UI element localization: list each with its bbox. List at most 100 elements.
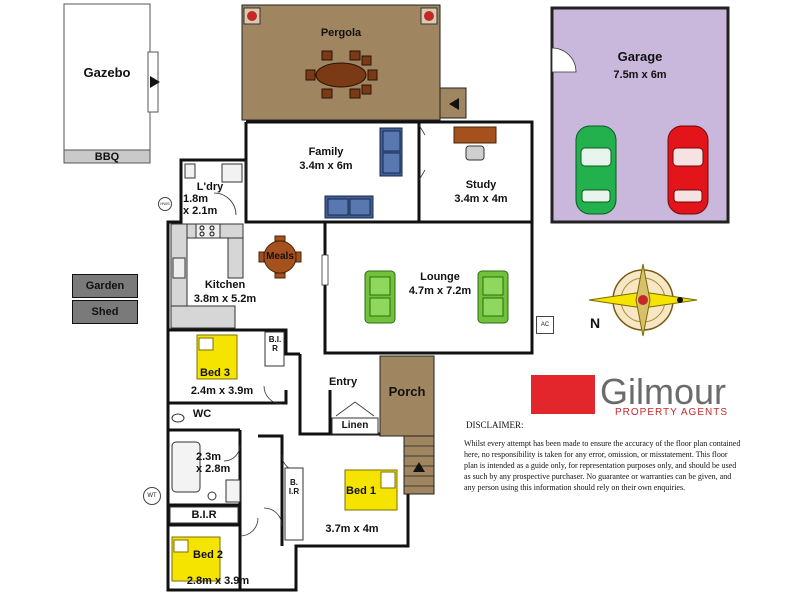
flower-icon (247, 11, 257, 21)
burner-icon (199, 225, 205, 231)
family-label: Family (308, 146, 344, 158)
kitchen-sink-icon (172, 257, 186, 279)
kitchen-island (227, 237, 244, 279)
outdoor-chair (361, 84, 372, 95)
laundry-size-width: 1.8m (183, 193, 209, 205)
gazebo-label: Gazebo (83, 65, 131, 80)
house-walls (166, 120, 534, 592)
bed3-bir-label: B.I.R (268, 335, 282, 353)
bed1-pillow (380, 471, 396, 489)
compass-icon (588, 263, 698, 337)
basin-icon (207, 491, 217, 501)
entry-door-swing (335, 401, 375, 417)
garden-shed-bottom: Shed (72, 300, 138, 324)
study-chair (465, 145, 485, 161)
bed2-label: Bed 2 (193, 549, 223, 561)
bed1-bir (284, 467, 304, 541)
bathtub-icon (171, 441, 201, 493)
logo-mark (531, 375, 595, 414)
kitchen-label: Kitchen (204, 279, 246, 291)
shower-icon (225, 479, 241, 503)
linen-label: Linen (341, 420, 369, 431)
burner-icon (209, 231, 215, 237)
green-armchair-right (477, 270, 509, 324)
gazebo-outline (63, 3, 151, 164)
disclaimer-title: DISCLAIMER: (466, 420, 524, 430)
laundry-size-length: x 2.1m (183, 205, 218, 217)
garden-shed-top: Garden (72, 274, 138, 298)
study-size: 3.4m x 4m (454, 193, 508, 205)
flower-icon (424, 11, 434, 21)
laundry-label: L'dry (196, 181, 224, 193)
bed2-size: 2.8m x 3.9m (186, 575, 250, 587)
logo-name: Gilmour (600, 371, 727, 412)
green-car-icon (575, 125, 617, 215)
toilet-icon (171, 413, 185, 423)
family-size: 3.4m x 6m (299, 160, 353, 172)
garage-size: 7.5m x 6m (613, 69, 667, 81)
blue-sofa-right (379, 127, 403, 177)
outdoor-chair (321, 88, 333, 99)
hot-water-system: HWS (158, 197, 172, 211)
outdoor-chair (321, 50, 333, 61)
gazebo-arrow-icon (150, 76, 160, 88)
bbq-counter (63, 149, 151, 164)
porch-floor (379, 355, 435, 437)
laundry-cupboard (184, 163, 196, 179)
kitchen-bench-bottom (170, 305, 236, 329)
cooktop-icon (195, 223, 221, 239)
bath-size-width: 2.3m (196, 451, 222, 463)
red-car-icon (667, 125, 709, 215)
compass-north-label: N (589, 315, 601, 331)
porch-arrow-icon (413, 462, 425, 472)
garage-door-swing (551, 47, 577, 73)
logo-subtitle: PROPERTY AGENTS (615, 407, 728, 418)
bbq-label: BBQ (94, 151, 120, 163)
kitchen-size: 3.8m x 5.2m (193, 293, 257, 305)
step-arrow-icon (449, 98, 459, 110)
meals-chair (258, 251, 265, 263)
green-armchair-left (364, 270, 396, 324)
blue-sofa-bottom (324, 195, 374, 219)
meals-chair (274, 235, 286, 242)
study-label: Study (465, 179, 497, 191)
porch-label: Porch (388, 384, 426, 399)
outdoor-chair (361, 55, 372, 66)
bed3-label: Bed 3 (200, 367, 230, 379)
lounge-label: Lounge (420, 271, 460, 283)
meals-label: Meals (266, 251, 294, 262)
linen-cupboard (331, 417, 379, 435)
wc-label: WC (192, 408, 212, 420)
bed3-size: 2.4m x 3.9m (190, 385, 254, 397)
bed2-bir-label: B.I.R (191, 509, 217, 521)
bed2-pillow (173, 539, 189, 553)
outdoor-chair (349, 50, 361, 61)
outdoor-chair (367, 69, 378, 81)
bed3-bir (264, 331, 285, 367)
porch-step-lines (404, 445, 434, 487)
pergola-label: Pergola (320, 27, 362, 39)
outdoor-chair (349, 88, 361, 99)
bed2-bir (169, 506, 239, 524)
meals-chair (274, 272, 286, 279)
bed1-label: Bed 1 (346, 485, 376, 497)
meals-chair (295, 251, 302, 263)
outdoor-table (315, 62, 367, 88)
garage-label: Garage (617, 49, 663, 64)
water-tank: WT (143, 487, 161, 505)
study-desk (453, 126, 497, 144)
bed1-bir-label: B.I.R (288, 478, 300, 496)
lounge-window (321, 254, 329, 286)
bed1-size: 3.7m x 4m (325, 523, 379, 535)
bath-size-length: x 2.8m (196, 463, 231, 475)
laundry-tub (221, 163, 243, 183)
ac-unit: AC (536, 316, 554, 334)
disclaimer-body: Whilst every attempt has been made to en… (464, 439, 741, 492)
lounge-size: 4.7m x 7.2m (408, 285, 472, 297)
pergola-step (439, 87, 467, 119)
burner-icon (199, 231, 205, 237)
bed3-pillow (198, 337, 214, 351)
burner-icon (209, 225, 215, 231)
outdoor-chair (305, 69, 316, 81)
